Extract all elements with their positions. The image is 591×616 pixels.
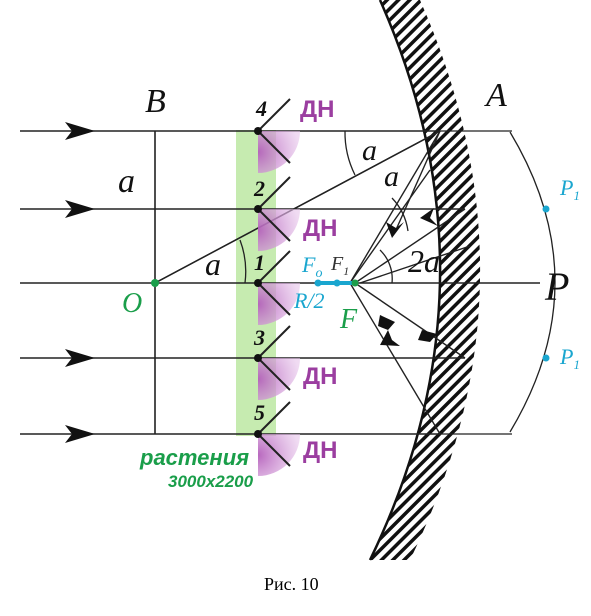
emitter-ticks <box>257 98 291 467</box>
label-b: B <box>145 83 166 120</box>
label-dn-5: ДН <box>303 437 337 464</box>
label-p: P <box>544 264 569 309</box>
figure-caption: Рис. 10 <box>264 574 319 594</box>
label-a-upper2: a <box>384 160 399 193</box>
label-num4: 4 <box>255 96 267 121</box>
label-a-left: a <box>118 163 135 200</box>
outer-arc <box>509 131 556 433</box>
label-a-upper1: a <box>362 134 377 167</box>
label-p1-bottom: P1 <box>559 344 580 372</box>
p1-bottom-dot <box>542 354 550 362</box>
mirror-surface <box>368 0 442 561</box>
label-num3: 3 <box>253 325 265 350</box>
label-f0: Fo <box>301 252 322 281</box>
p1-top-dot <box>542 205 550 213</box>
f1-dot <box>333 279 341 287</box>
label-f: F <box>339 304 358 335</box>
label-num2: 2 <box>253 176 265 201</box>
mirror-hatching <box>370 0 481 560</box>
label-dn-4: ДН <box>300 96 334 123</box>
o-dot <box>151 279 159 287</box>
label-dn-2: ДН <box>303 215 337 242</box>
label-a-center: a <box>205 246 221 282</box>
f0-dot <box>314 279 322 287</box>
label-o: O <box>122 288 142 319</box>
geometry-lines <box>154 130 471 435</box>
f-dot <box>351 279 359 287</box>
emitter-dots <box>254 127 262 438</box>
label-num5: 5 <box>254 400 265 425</box>
label-f1: F1 <box>330 253 349 278</box>
label-r2: R/2 <box>293 288 325 313</box>
label-plants-size: 3000x2200 <box>168 472 254 491</box>
reflected-arrowheads <box>378 208 438 346</box>
label-a-mirror: A <box>484 77 507 114</box>
ray-arrowheads <box>65 122 95 443</box>
label-p1-top: P1 <box>559 175 580 203</box>
label-num1: 1 <box>254 250 265 275</box>
angle-arcs <box>239 130 409 284</box>
label-two-a: 2a <box>408 243 440 279</box>
label-plants: растения <box>139 445 249 470</box>
label-dn-3: ДН <box>303 363 337 390</box>
